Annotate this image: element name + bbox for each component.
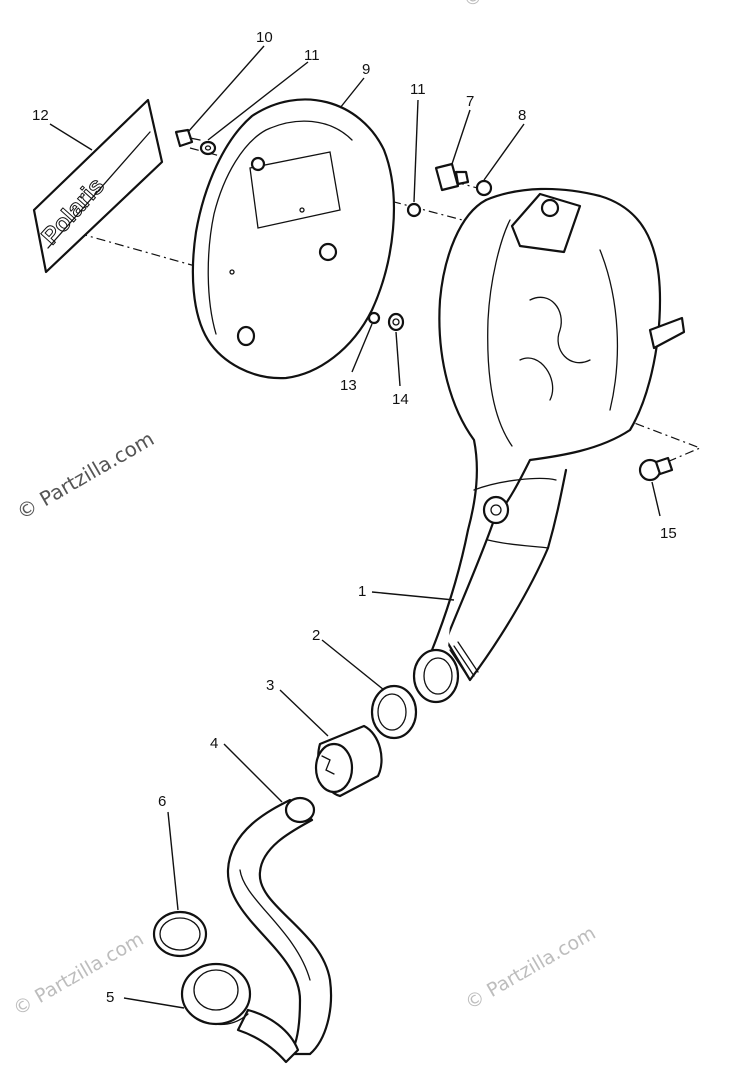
callout-1: 1 [358,583,366,600]
watermark-top-right: © Partzilla.com [460,0,598,12]
nut-part-14 [387,312,405,332]
watermark-bottom-right: © Partzilla.com [462,922,600,1014]
washer-part-13 [367,311,381,325]
callout-labels: 10 11 9 11 7 8 12 13 14 15 1 2 3 4 6 5 [32,29,677,1006]
cover-part-9 [191,98,396,380]
callout-12: 12 [32,107,49,124]
washer-part-11-left [199,140,217,156]
callout-6: 6 [158,793,166,810]
leader-lines [49,45,661,1009]
callout-13: 13 [340,377,357,394]
ring-part-2 [370,684,418,740]
washer-part-11-right [406,202,422,218]
callout-15: 15 [660,525,677,542]
callout-10: 10 [256,29,273,46]
watermark-bottom-left: © Partzilla.com [10,928,148,1020]
callout-11-left: 11 [304,47,320,64]
watermark-main: © Partzilla.com [13,426,159,524]
bolt-part-7 [434,162,470,192]
callout-11-right: 11 [410,81,426,98]
washer-part-8 [475,179,493,197]
callout-14: 14 [392,391,409,408]
callout-5: 5 [106,989,114,1006]
callout-4: 4 [210,735,218,752]
callout-9: 9 [362,61,370,78]
coupler-part-3 [314,724,383,798]
callout-8: 8 [518,107,526,124]
callout-3: 3 [266,677,274,694]
callout-7: 7 [466,93,474,110]
plug-part-15 [638,456,674,482]
outlet-nut-part-5 [180,962,300,1064]
hose-part-4 [226,796,333,1056]
airbox-part-1 [412,187,686,704]
oring-part-6 [152,910,208,958]
screw-part-10 [174,128,201,148]
callout-2: 2 [312,627,320,644]
